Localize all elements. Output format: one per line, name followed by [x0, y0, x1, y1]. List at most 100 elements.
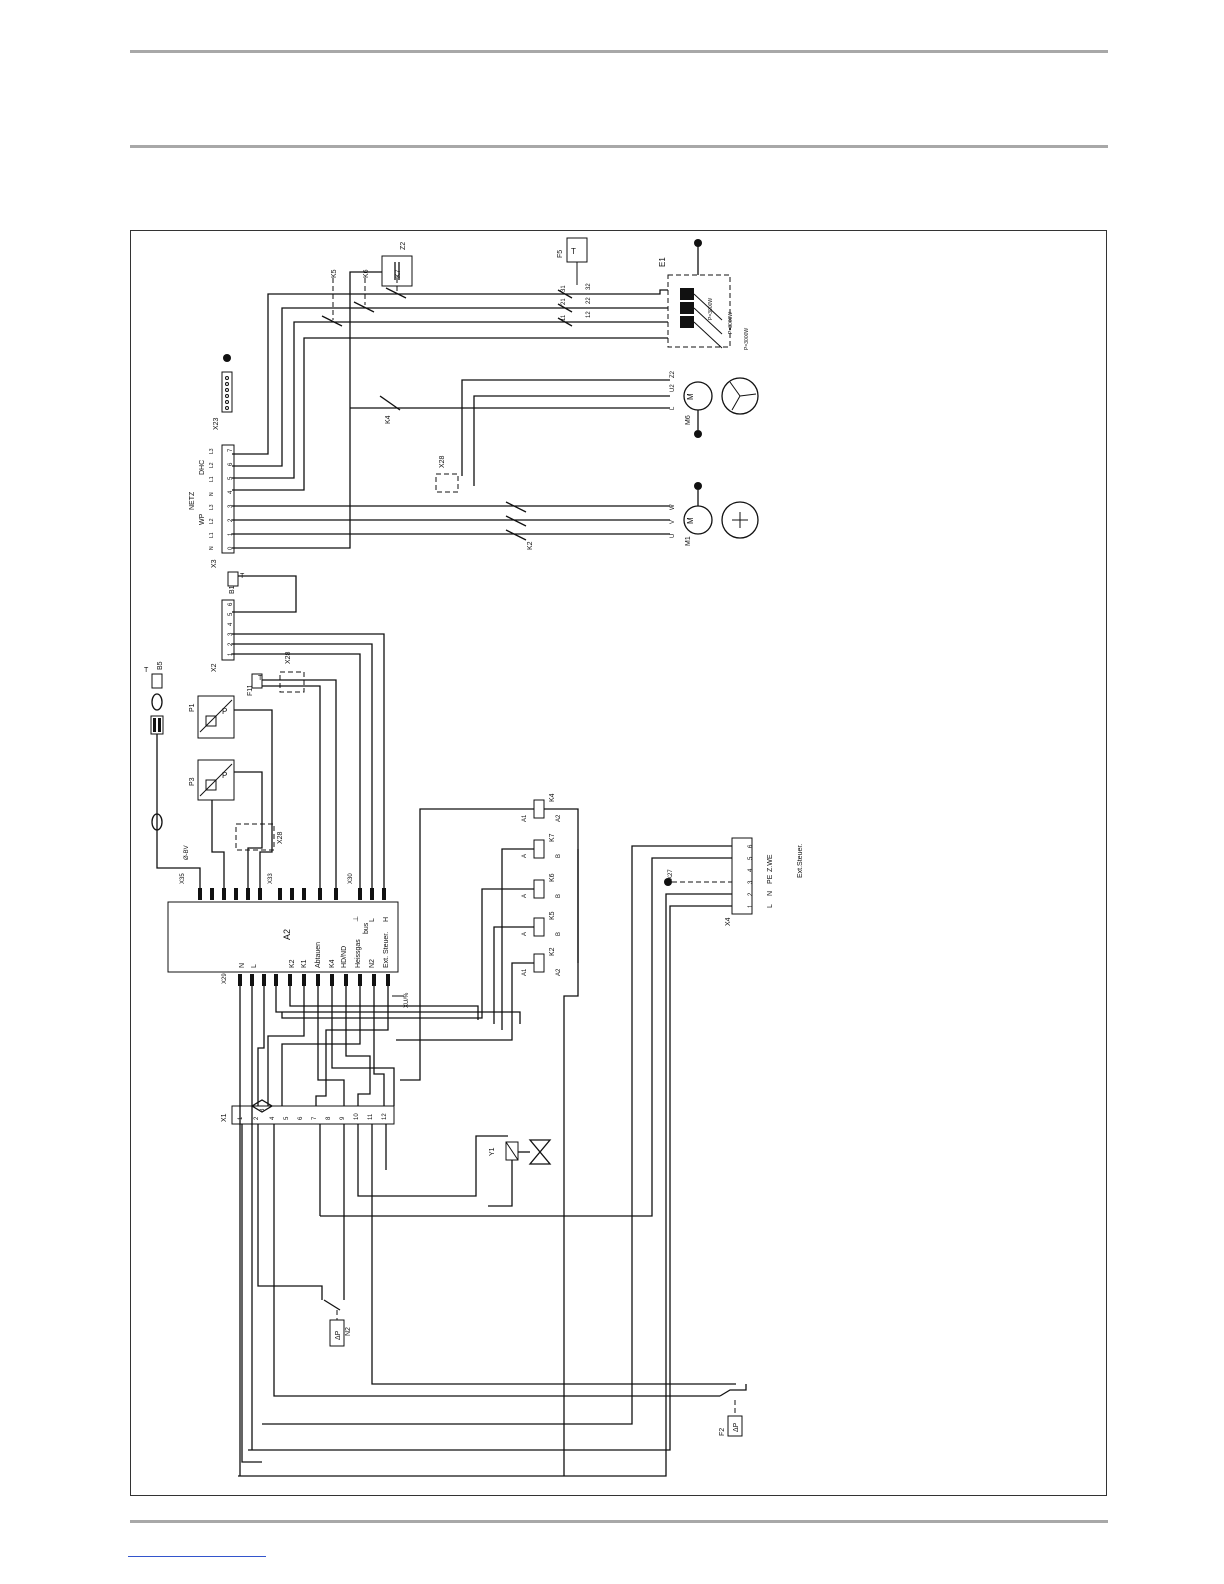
x2-pin-1: 1	[228, 652, 234, 656]
x3-netz: NETZ	[189, 491, 196, 510]
a2-label: A2	[282, 929, 292, 940]
p1-label: P1	[189, 703, 196, 712]
relay-k6-b: B	[556, 894, 562, 898]
terminal-x4: X4 1 2 3 4 5 6 L N PE Z.WE Ext.Steuer. X…	[238, 837, 804, 1477]
x1-pin-1: 1	[238, 1116, 244, 1120]
x3-phase-l3b: L3	[209, 448, 215, 454]
pressure-sensor-p1: P P1	[189, 695, 273, 888]
e1-power-2: P=3000W	[728, 312, 734, 334]
a2-signal-n: N	[239, 963, 246, 968]
x3-pin-5: 5	[228, 476, 234, 480]
heater-e1: E1 P=3000W P=3000W P=3000W	[658, 239, 750, 350]
m1-label: M1	[685, 536, 692, 546]
controller-a2: A2 X35 X33 X30 X29 H L ⊥ bus N L K2 K1 A…	[167, 873, 410, 1008]
x28-label-mid: X28	[285, 651, 292, 664]
x1-pin-4: 4	[270, 1116, 276, 1120]
x3-dhc: DHC	[199, 460, 206, 475]
relay-k5-a: A	[522, 932, 528, 936]
x3-pin-0: 0	[228, 546, 234, 550]
header-rule-bottom	[130, 145, 1108, 148]
compressor-m1: M M1 U V W K2	[232, 482, 759, 550]
x4-label: X4	[725, 917, 732, 926]
thermostat-f5: T F5 11 12 21 22 31 32	[557, 237, 592, 321]
m6-pin-u2: U2	[670, 384, 676, 392]
x1-pin-6: 6	[298, 1116, 304, 1120]
x4-signal-ext: Ext.Steuer.	[797, 844, 804, 878]
z2-label: Z2	[400, 242, 407, 250]
k2-label: K2	[527, 541, 534, 550]
relay-k2-label: K2	[549, 947, 556, 956]
x3-pin-6: 6	[228, 462, 234, 466]
x1-pin-12: 12	[382, 1113, 388, 1120]
a2-signal-hdnd: HD/ND	[341, 946, 348, 968]
n2-label: N2	[345, 1327, 352, 1336]
pressure-switch-f2: ΔP F2	[719, 1384, 747, 1437]
m6-pin-z2: Z2	[670, 370, 676, 378]
a2-signal-l: L	[251, 964, 258, 968]
ground-icon	[223, 354, 231, 362]
x3-phase-n2: N	[209, 492, 215, 496]
capacitor-z2: Z2 X28	[232, 242, 459, 549]
x4-signal-pe: PE	[767, 874, 774, 884]
sensor-b5: B5 T Ø-BV	[144, 661, 201, 888]
x2-label: X2	[211, 663, 218, 672]
x28-label-low: X28	[277, 831, 284, 844]
x3-label: X3	[211, 559, 218, 568]
x1-pin-5: 5	[284, 1116, 290, 1120]
f5-symbol: T	[571, 247, 576, 256]
m1-symbol: M	[686, 517, 695, 524]
footer-link[interactable]	[128, 1556, 266, 1557]
relay-k2-a: A1	[522, 968, 528, 976]
x23-label: X23	[213, 417, 220, 430]
x3-phase-n1: N	[209, 546, 215, 550]
relay-k2-b: A2	[556, 968, 562, 976]
pressure-sensor-p3: P P3 X28	[189, 759, 284, 888]
x3-pin-2: 2	[228, 518, 234, 522]
x4-pin-5: 5	[748, 856, 754, 860]
a2-signal-k4: K4	[329, 959, 336, 968]
x1-pin-3: 3	[260, 1108, 266, 1112]
f5-pin-22: 22	[586, 297, 592, 304]
x3-pin-7: 7	[228, 448, 234, 452]
relay-k6-a: A	[522, 894, 528, 898]
x1-pin-2: 2	[254, 1116, 260, 1120]
b1-label: B1	[229, 585, 236, 594]
x2-pin-5: 5	[228, 612, 234, 616]
xu-label: XU/%	[404, 992, 410, 1008]
x3-phase-l2b: L2	[209, 462, 215, 468]
f2-symbol: ΔP	[733, 1422, 740, 1432]
x4-signal-zwe: Z.WE	[767, 854, 774, 872]
m1-phase-v: V	[670, 520, 676, 524]
x3-phase-l1b: L1	[209, 476, 215, 482]
pressure-switch-n2: ΔP N2	[323, 1299, 352, 1347]
x35-label: X35	[180, 873, 186, 884]
x30-signal-l: L	[369, 918, 376, 922]
controller-bottom-pins	[238, 974, 390, 986]
control-wiring	[239, 986, 736, 1476]
x4-signal-n: N	[767, 891, 774, 896]
f2-label: F2	[719, 1428, 726, 1436]
f5-pin-12: 12	[586, 311, 592, 318]
x3-pin-1: 1	[228, 532, 234, 536]
x29-label: X29	[222, 973, 228, 984]
relay-k6-label: K6	[549, 873, 556, 882]
x30-bus: bus	[363, 922, 370, 934]
sensor-tag: Ø-BV	[184, 845, 190, 860]
a2-signal-n2: N2	[369, 959, 376, 968]
relay-k7-label: K7	[549, 833, 556, 842]
relay-k5-b: B	[556, 932, 562, 936]
terminal-x1: X1 1 2 3 4 5 6 7 8 9 10 11 12	[221, 1099, 395, 1125]
f11-symbol: T	[258, 675, 263, 682]
x1-pin-7: 7	[312, 1116, 318, 1120]
x27-label: X27	[668, 869, 674, 880]
f5-pin-11: 11	[561, 314, 567, 321]
m6-label: M6	[685, 415, 692, 425]
terminal-x23: X23	[213, 354, 233, 430]
x2-pin-6: 6	[228, 602, 234, 606]
x33-label: X33	[268, 873, 274, 884]
f5-pin-31: 31	[561, 285, 567, 292]
x4-pin-3: 3	[748, 880, 754, 884]
f5-pin-32: 32	[586, 283, 592, 290]
m1-phase-u: U	[670, 534, 676, 538]
b5-label: B5	[157, 661, 164, 670]
